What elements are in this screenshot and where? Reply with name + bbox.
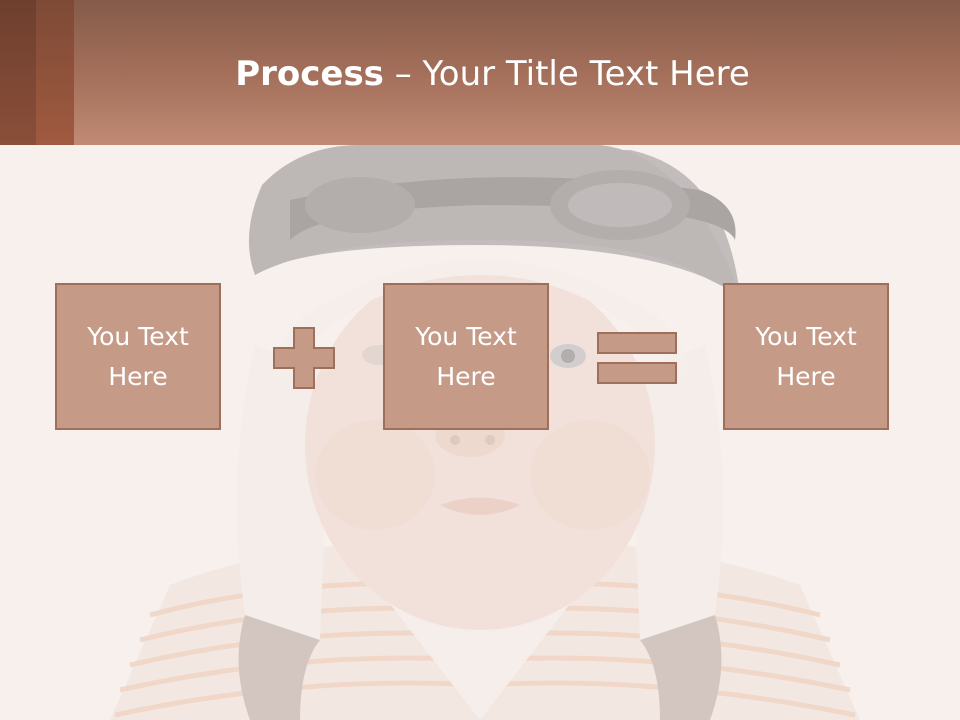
process-step-label: You Text Here — [415, 321, 517, 391]
slide-title-rest: – Your Title Text Here — [383, 54, 750, 94]
process-step-label: You Text Here — [87, 321, 189, 391]
baby-photo-illustration — [110, 145, 860, 720]
slide-title[interactable]: Process – Your Title Text Here — [0, 52, 960, 96]
banner-accent-stripe — [0, 0, 36, 145]
slide-title-bold: Process — [235, 54, 384, 94]
plus-icon — [273, 327, 335, 389]
title-banner: Process – Your Title Text Here — [0, 0, 960, 145]
process-step-3[interactable]: You Text Here — [723, 283, 889, 430]
equals-icon — [597, 332, 677, 384]
process-step-1[interactable]: You Text Here — [55, 283, 221, 430]
process-step-2[interactable]: You Text Here — [383, 283, 549, 430]
background-photo — [0, 145, 960, 720]
process-step-label: You Text Here — [755, 321, 857, 391]
banner-accent-stripe — [36, 0, 74, 145]
